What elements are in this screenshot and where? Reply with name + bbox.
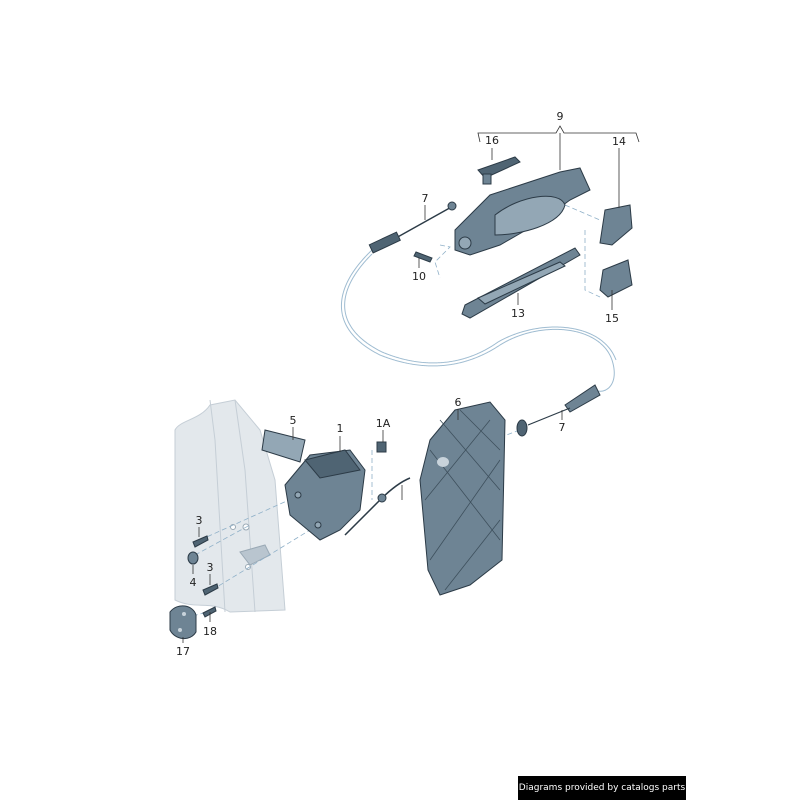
cover-cap-15[interactable]: [599, 259, 633, 298]
label-3-upper: 3: [196, 514, 203, 527]
label-17: 17: [176, 645, 190, 658]
bowden-cable: [340, 249, 615, 392]
handle-trim-13[interactable]: [461, 247, 581, 319]
label-14: 14: [612, 135, 626, 148]
label-16: 16: [485, 134, 499, 147]
cover-cap-14[interactable]: [599, 204, 633, 246]
label-3-lower: 3: [207, 561, 214, 574]
label-1: 1: [337, 422, 344, 435]
screw-3-upper[interactable]: [192, 535, 209, 548]
label-9: 9: [557, 110, 564, 123]
label-15: 15: [605, 312, 619, 325]
door-frame: [174, 399, 286, 613]
striker-17[interactable]: [169, 605, 197, 639]
label-4: 4: [190, 576, 197, 589]
label-6: 6: [455, 396, 462, 409]
label-5: 5: [290, 414, 297, 427]
label-18: 18: [203, 625, 217, 638]
screw-3-lower[interactable]: [202, 583, 219, 596]
bowden-cable-outline: [344, 253, 617, 364]
screw-10[interactable]: [413, 251, 433, 263]
part-1a[interactable]: [376, 441, 387, 453]
label-1a: 1A: [376, 417, 391, 430]
label-7-right: 7: [559, 421, 566, 434]
cover-plate-5[interactable]: [261, 429, 306, 463]
label-7-top: 7: [422, 192, 429, 205]
attribution-footer: Diagrams provided by catalogs parts: [518, 776, 686, 800]
door-lock-1[interactable]: [284, 449, 366, 541]
plug-4[interactable]: [187, 551, 199, 565]
cable-top-7[interactable]: [368, 201, 457, 254]
cover-panel-6[interactable]: [419, 401, 506, 596]
label-13: 13: [511, 307, 525, 320]
door-handle-9[interactable]: [454, 167, 591, 256]
cable-bottom-7[interactable]: [344, 477, 411, 536]
bolt-18[interactable]: [202, 606, 217, 618]
handle-insert-16[interactable]: [477, 156, 521, 185]
grommet[interactable]: [516, 384, 601, 437]
label-10: 10: [412, 270, 426, 283]
